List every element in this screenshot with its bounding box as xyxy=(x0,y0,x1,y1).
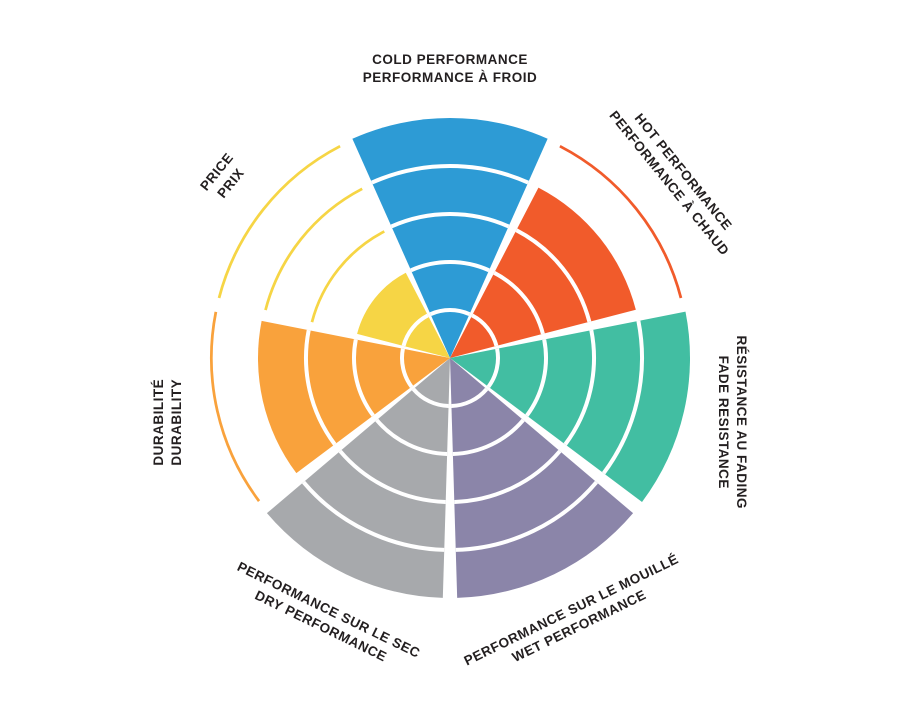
label-durability-line-1: DURABILITÉ xyxy=(151,379,166,466)
sector-fade-resistance-ring-separator-4 xyxy=(602,320,644,475)
sector-wet-performance xyxy=(450,358,634,598)
sector-price-max-arc-4 xyxy=(264,187,363,311)
sector-dry-performance-ring-separator-4 xyxy=(302,480,445,552)
sector-price-max-arc-5 xyxy=(217,144,341,299)
sector-fade-resistance-ring-separator-2 xyxy=(525,339,548,417)
sector-price-ring-separator-1 xyxy=(401,313,429,347)
sector-wet-performance-ring-separator-3 xyxy=(454,449,562,504)
sector-wet-performance-ring-separator-2 xyxy=(452,418,525,456)
label-fade-resistance-line-1: RÉSISTANCE AU FADING xyxy=(734,336,749,510)
sector-hot-performance-ring-separator-2 xyxy=(493,271,545,335)
sector-fade-resistance-ring-separator-1 xyxy=(486,348,500,388)
sector-dry-performance-ring-separator-1 xyxy=(411,387,449,408)
label-durability-line-2: DURABILITY xyxy=(169,379,184,466)
sector-hot-performance-ring-separator-1 xyxy=(471,313,499,347)
label-hot-performance-line-1: HOT PERFORMANCE xyxy=(632,111,735,234)
sector-hot-performance-ring-separator-3 xyxy=(515,228,592,323)
sector-cold-performance xyxy=(352,117,548,358)
sector-dry-performance-ring-separator-2 xyxy=(375,418,448,456)
sector-durability-max-arc-5 xyxy=(210,311,261,502)
label-fade-resistance-line-2: FADE RESISTANCE xyxy=(716,356,731,489)
sector-price-max-arc-3 xyxy=(310,230,385,323)
sector-fade-resistance-ring-separator-3 xyxy=(563,329,597,446)
sector-durability-ring-separator-1 xyxy=(400,348,414,388)
sector-price xyxy=(357,272,450,358)
label-hot-performance-line-2: PERFORMANCE À CHAUD xyxy=(606,108,732,258)
sector-durability-ring-separator-2 xyxy=(352,339,375,417)
sector-cold-performance-ring-separator-1 xyxy=(429,308,471,317)
label-cold-performance-line-2: PERFORMANCE À FROID xyxy=(363,70,538,85)
sector-cold-performance-ring-separator-4 xyxy=(371,164,529,185)
sector-wet-performance-ring-separator-4 xyxy=(455,480,598,552)
sector-wet-performance-ring-separator-1 xyxy=(451,387,489,408)
label-cold-performance-line-1: COLD PERFORMANCE xyxy=(372,52,528,67)
label-cold-performance: COLD PERFORMANCE PERFORMANCE À FROID xyxy=(363,52,538,85)
sector-cold-performance-ring-separator-3 xyxy=(390,212,510,229)
sector-hot-performance-max-arc-5 xyxy=(559,144,683,299)
sector-dry-performance-ring-separator-3 xyxy=(338,449,446,504)
sector-durability-ring-separator-3 xyxy=(303,329,337,446)
sector-dry-performance xyxy=(266,358,450,598)
sector-fade-resistance xyxy=(450,311,691,502)
sector-cold-performance-ring-separator-2 xyxy=(410,260,490,273)
